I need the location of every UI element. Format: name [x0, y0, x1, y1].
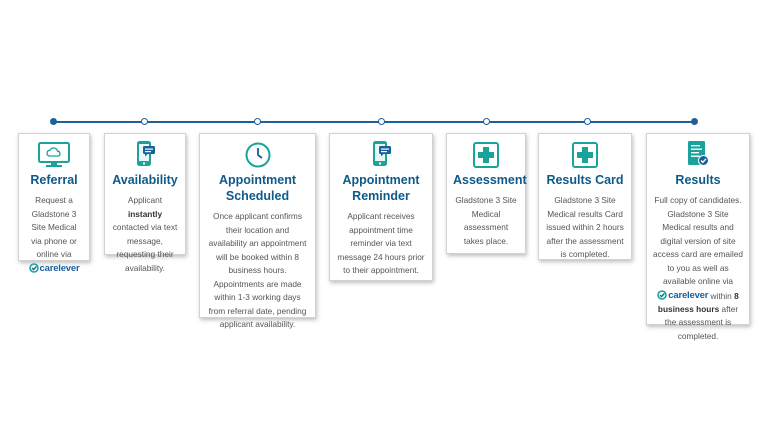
- step-card-appointment-reminder: Appointment Reminder Applicant receives …: [329, 133, 433, 281]
- timeline-node-appointment-reminder: [378, 118, 385, 125]
- step-description: Gladstone 3 Site Medical results Card is…: [546, 195, 624, 259]
- monitor-cloud-icon: [38, 142, 70, 167]
- timeline: [50, 118, 698, 125]
- carelever-logo: carelever: [28, 262, 80, 276]
- step-card-availability: Availability Applicant instantly contact…: [104, 133, 186, 273]
- step-card-assessment: Assessment Gladstone 3 Site Medical asse…: [446, 133, 527, 254]
- step-description: Once applicant confirms their location a…: [208, 211, 307, 329]
- phone-message-icon: [373, 141, 391, 166]
- step-description: Applicant instantly contacted via text m…: [112, 195, 178, 273]
- timeline-node-results-card: [584, 118, 591, 125]
- timeline-node-start: [50, 118, 57, 125]
- step-title: Appointment Scheduled: [218, 173, 297, 203]
- timeline-node-assessment: [483, 118, 490, 125]
- step-description: Request a Gladstone 3 Site Medical via p…: [25, 194, 83, 276]
- step-title: Appointment Reminder: [342, 173, 420, 203]
- timeline-node-appointment-scheduled: [254, 118, 261, 125]
- step-title: Results Card: [546, 173, 624, 187]
- step-description: Full copy of candidates. Gladstone 3 Sit…: [653, 195, 743, 341]
- step-title: Availability: [112, 173, 178, 187]
- carelever-check-icon: [28, 263, 39, 274]
- step-title: Referral: [30, 173, 78, 187]
- timeline-line: [52, 121, 695, 123]
- step-title: Assessment: [453, 173, 527, 187]
- step-description: Gladstone 3 Site Medical assessment take…: [455, 195, 517, 246]
- medical-cross-icon: [572, 142, 598, 168]
- step-card-results-card: Results Card Gladstone 3 Site Medical re…: [538, 133, 632, 260]
- clock-icon: [245, 142, 270, 168]
- step-description: Applicant receives appointment time remi…: [337, 211, 425, 275]
- medical-cross-icon: [473, 142, 499, 168]
- step-card-results: Results Full copy of candidates. Gladsto…: [646, 133, 750, 341]
- document-check-icon: [688, 141, 709, 166]
- carelever-logo: carelever: [657, 289, 708, 303]
- timeline-node-availability: [141, 118, 148, 125]
- step-card-referral: Referral Request a Gladstone 3 Site Medi…: [18, 133, 90, 274]
- step-card-appointment-scheduled: Appointment Scheduled Once applicant con…: [199, 133, 316, 329]
- step-title: Results: [675, 173, 721, 187]
- timeline-node-end: [691, 118, 698, 125]
- phone-message-icon: [137, 141, 155, 166]
- carelever-check-icon: [657, 290, 668, 301]
